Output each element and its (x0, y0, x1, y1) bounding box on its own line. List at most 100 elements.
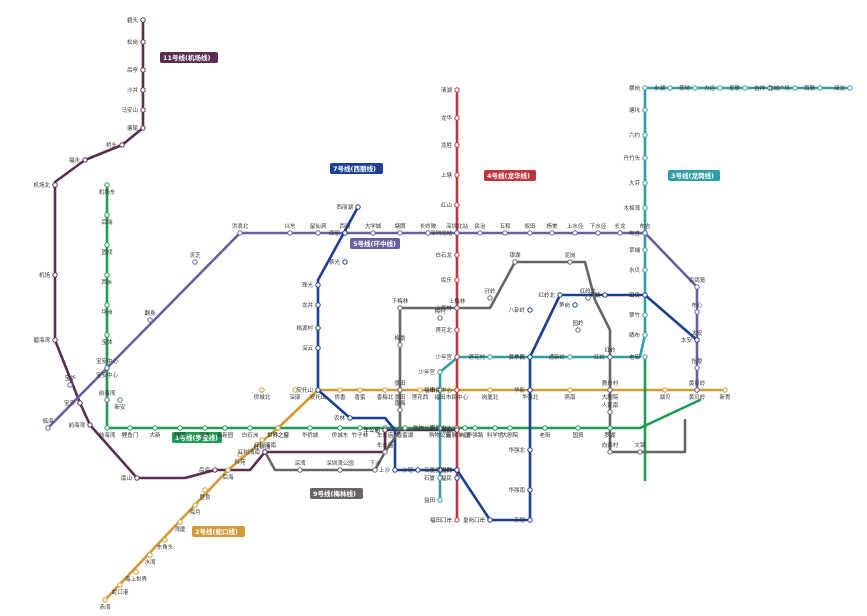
station-marker-l9-2[interactable] (337, 467, 343, 473)
station-marker-l1-28[interactable] (104, 212, 110, 218)
station-marker-l5-15[interactable] (502, 230, 508, 236)
station-marker-l9-11[interactable] (487, 295, 493, 301)
station-marker-l5-3[interactable] (104, 365, 110, 371)
station-marker-l9-19[interactable] (607, 449, 613, 455)
station-marker-l7-12[interactable] (437, 467, 443, 473)
station-marker-l11-10[interactable] (82, 157, 88, 163)
station-marker-l7-6[interactable] (315, 345, 321, 351)
station-marker-l3-27[interactable] (792, 85, 798, 91)
station-marker-l11-7[interactable] (52, 337, 58, 343)
station-marker-l3-9[interactable] (642, 354, 648, 360)
line-1-tag[interactable] (172, 432, 222, 443)
station-marker-l5-7[interactable] (287, 230, 293, 236)
station-marker-l2-0[interactable] (102, 597, 108, 603)
station-marker-l1-26[interactable] (104, 272, 110, 278)
station-marker-l2-13[interactable] (292, 387, 298, 393)
station-marker-l9-12[interactable] (512, 259, 518, 265)
station-marker-l5-2[interactable] (67, 382, 73, 388)
station-marker-l1-18[interactable] (177, 425, 183, 431)
station-marker-l1-1[interactable] (575, 425, 581, 431)
station-marker-l11-11[interactable] (119, 142, 125, 148)
station-marker-l7-13[interactable] (454, 467, 460, 473)
station-marker-l3-2[interactable] (437, 425, 443, 431)
station-marker-l3-20[interactable] (642, 107, 648, 113)
station-marker-l2-2[interactable] (133, 569, 139, 575)
station-marker-l3-0[interactable] (437, 497, 443, 503)
station-marker-l9-6[interactable] (397, 387, 403, 393)
station-marker-l2-10[interactable] (259, 437, 265, 443)
station-marker-l11-13[interactable] (140, 107, 146, 113)
line-2-tag[interactable] (192, 526, 245, 537)
station-marker-l4-13[interactable] (454, 115, 460, 121)
station-marker-l2-15[interactable] (337, 387, 343, 393)
station-marker-l5-8[interactable] (315, 230, 321, 236)
station-marker-l4-5[interactable] (454, 327, 460, 333)
station-marker-l1-9[interactable] (402, 425, 408, 431)
station-marker-l7-16[interactable] (527, 517, 533, 523)
station-marker-l7-10[interactable] (392, 467, 398, 473)
line-7-tag[interactable] (330, 163, 383, 174)
station-marker-l11-17[interactable] (140, 17, 146, 23)
station-marker-l3-3[interactable] (437, 387, 443, 393)
station-marker-l9-20[interactable] (637, 449, 643, 455)
station-marker-l3-14[interactable] (642, 247, 648, 253)
station-marker-l3-4[interactable] (437, 369, 443, 375)
station-marker-l3-11[interactable] (642, 312, 648, 318)
station-marker-l3-7[interactable] (567, 354, 573, 360)
station-marker-l1-29[interactable] (104, 182, 110, 188)
station-marker-l11-12[interactable] (140, 125, 146, 131)
station-marker-l7-8[interactable] (347, 415, 353, 421)
station-marker-l1-25[interactable] (104, 302, 110, 308)
station-marker-l5-18[interactable] (572, 230, 578, 236)
station-marker-l4-11[interactable] (454, 172, 460, 178)
station-marker-l2-1[interactable] (117, 582, 123, 588)
station-marker-l9-4[interactable] (382, 449, 388, 455)
station-marker-l2-19[interactable] (417, 387, 423, 393)
station-marker-l5-23[interactable] (694, 309, 700, 315)
station-marker-l5-10[interactable] (370, 230, 376, 236)
station-marker-l4-0[interactable] (454, 517, 460, 523)
station-marker-l7-21[interactable] (527, 307, 533, 313)
station-marker-l1-6[interactable] (462, 425, 468, 431)
station-marker-l1-13[interactable] (307, 425, 313, 431)
station-marker-l3-28[interactable] (817, 85, 823, 91)
station-marker-l2-22[interactable] (487, 387, 493, 393)
station-marker-l7-26[interactable] (694, 337, 700, 343)
station-marker-l5-26[interactable] (694, 387, 700, 393)
line-9-tag[interactable] (310, 488, 363, 499)
station-marker-l4-3[interactable] (454, 387, 460, 393)
station-marker-l9-17[interactable] (607, 387, 613, 393)
station-marker-l7-23[interactable] (572, 302, 578, 308)
station-marker-l7-22[interactable] (557, 292, 563, 298)
station-marker-l2-9[interactable] (237, 452, 243, 458)
station-marker-l1-12[interactable] (337, 425, 343, 431)
station-marker-l1-19[interactable] (152, 425, 158, 431)
station-marker-l2-4[interactable] (162, 537, 168, 543)
station-marker-l2-6[interactable] (192, 502, 198, 508)
station-marker-l5-13[interactable] (454, 230, 460, 236)
station-marker-l5-6[interactable] (237, 230, 243, 236)
station-marker-l3-29[interactable] (847, 85, 853, 91)
station-marker-l4-8[interactable] (454, 252, 460, 258)
station-marker-l7-3[interactable] (315, 282, 321, 288)
station-marker-l1-20[interactable] (127, 425, 133, 431)
station-marker-l3-21[interactable] (642, 85, 648, 91)
station-marker-l1-2[interactable] (542, 425, 548, 431)
station-marker-l1-0[interactable] (607, 425, 613, 431)
station-marker-l11-8[interactable] (52, 272, 58, 278)
station-marker-l2-12[interactable] (259, 387, 265, 393)
station-marker-l11-14[interactable] (140, 87, 146, 93)
line-4-tag[interactable] (484, 170, 536, 181)
station-marker-l7-11[interactable] (415, 467, 421, 473)
station-marker-l5-0[interactable] (104, 397, 110, 403)
station-marker-l5-22[interactable] (694, 284, 700, 290)
station-marker-l9-14[interactable] (585, 295, 591, 301)
station-marker-l3-16[interactable] (642, 205, 648, 211)
station-marker-l11-2[interactable] (262, 449, 268, 455)
line-11-tag[interactable] (160, 52, 218, 63)
station-marker-l5-11[interactable] (397, 230, 403, 236)
station-marker-l5-1[interactable] (45, 425, 51, 431)
station-marker-l2-17[interactable] (382, 387, 388, 393)
station-marker-l3-18[interactable] (642, 155, 648, 161)
